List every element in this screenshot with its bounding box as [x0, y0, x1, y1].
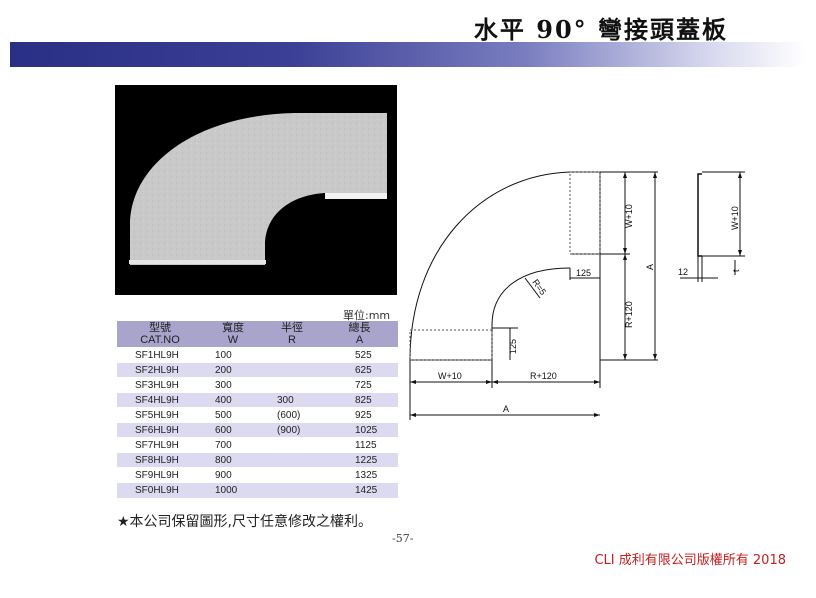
- header-radius-en: R: [288, 334, 296, 346]
- header-width-en: W: [227, 334, 239, 346]
- header-width: 寬度 W: [203, 321, 263, 348]
- table-header-row: 型號 CAT.NO 寬度 W 半徑 R 總長 A: [117, 321, 398, 348]
- dim-side-12: 12: [678, 267, 688, 277]
- header-cat-no: 型號 CAT.NO: [117, 321, 203, 348]
- dim-125-left: 125: [508, 339, 518, 354]
- header-width-zh: 寬度: [222, 322, 244, 334]
- dim-r120-bottom: R+120: [530, 371, 557, 381]
- dim-side-t: t: [731, 269, 741, 272]
- dim-r5: R=5: [530, 277, 548, 296]
- dim-a-bottom: A: [503, 404, 509, 414]
- dim-w10-bottom: W+10: [438, 371, 462, 381]
- header-length-en: A: [355, 334, 364, 346]
- outer-arc: [409, 171, 571, 361]
- disclaimer-note: ★本公司保留圖形,尺寸任意修改之權利。: [117, 514, 372, 530]
- title-banner: [10, 42, 805, 67]
- header-length: 總長 A: [321, 321, 398, 348]
- elbow-cover-image: [129, 113, 387, 265]
- page-title: 水平 90° 彎接頭蓋板: [473, 15, 728, 44]
- header-cat-no-zh: 型號: [149, 322, 171, 334]
- header-cat-no-en: CAT.NO: [140, 334, 180, 346]
- dim-r120-right: R+120: [624, 301, 634, 328]
- unit-label: 單位:mm: [343, 309, 391, 322]
- header-length-zh: 總長: [348, 322, 371, 334]
- page-number: -57-: [392, 532, 414, 545]
- copyright-text: CLI 成利有限公司版權所有 2018: [594, 553, 786, 568]
- header-radius: 半徑 R: [263, 321, 321, 348]
- product-photo: [115, 85, 397, 295]
- dim-side-w10: W+10: [730, 206, 740, 230]
- dim-a-right: A: [645, 264, 655, 270]
- dim-125-right: 125: [576, 268, 591, 278]
- inner-arc: [491, 267, 571, 360]
- header-radius-zh: 半徑: [281, 322, 303, 334]
- dim-w10-right: W+10: [624, 204, 634, 228]
- technical-drawing: W+10 R+120 A 125 R=5 125 W+10 R+120 A W+…: [409, 171, 745, 420]
